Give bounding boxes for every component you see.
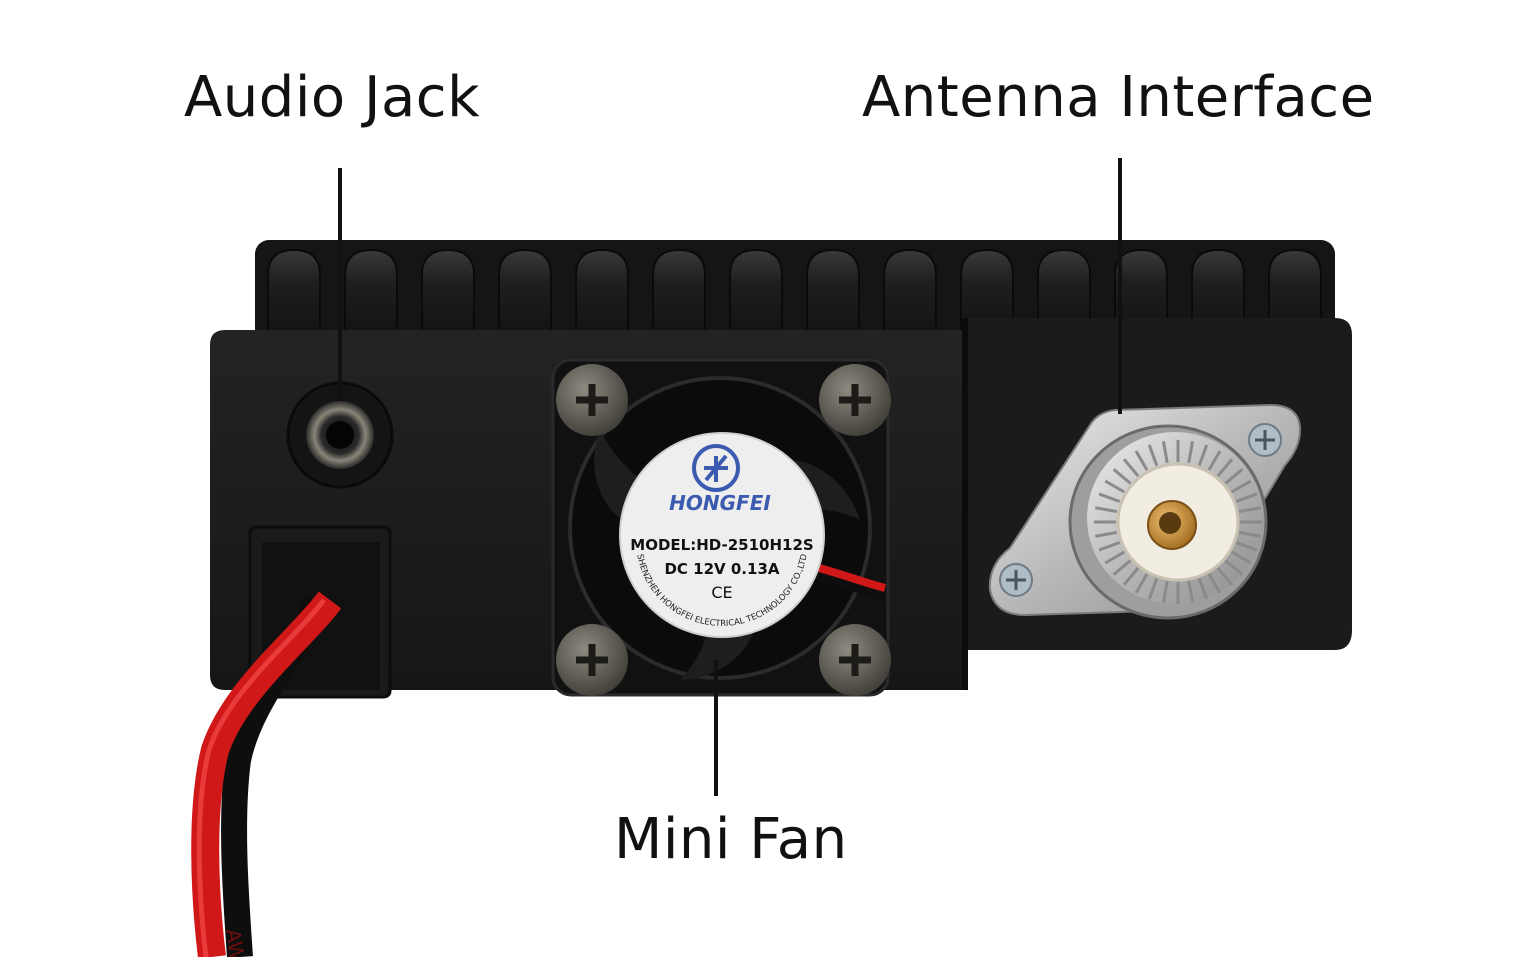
thread-ridge (1187, 440, 1195, 464)
power-cable: AWG (191, 525, 392, 961)
thread-ridge (1147, 577, 1159, 600)
heatsink-fin (344, 248, 398, 346)
screw-icon (819, 364, 891, 436)
thread-ridge (1161, 440, 1169, 464)
mini-fan: HONGFEI MODEL:HD-2510H12S DC 12V 0.13A C… (551, 358, 891, 697)
heatsink-fin (883, 248, 937, 346)
heatsink-fin (421, 248, 475, 346)
fan-model: MODEL:HD-2510H12S (630, 536, 813, 554)
fan-rating: DC 12V 0.13A (664, 560, 779, 578)
fan-label-sticker: HONGFEI MODEL:HD-2510H12S DC 12V 0.13A C… (619, 432, 825, 638)
thread-ridge (1161, 580, 1169, 604)
thread-ridge (1235, 492, 1258, 503)
thread-ridge (1122, 566, 1140, 586)
thread-ridge (1224, 468, 1244, 485)
thread-ridge (1207, 450, 1222, 471)
cable-print: AWG (221, 927, 251, 957)
thread-ridge (1230, 479, 1252, 494)
thread-ridge (1122, 458, 1140, 478)
thread-ridge (1098, 541, 1121, 552)
antenna-interface-label: Antenna Interface (862, 65, 1375, 130)
thread-ridge (1112, 468, 1132, 485)
hongfei-logo-icon (692, 444, 740, 492)
thread-ridge (1134, 573, 1149, 594)
fan-ce-mark: CE (711, 583, 732, 602)
thread-ridge (1134, 450, 1149, 471)
heatsink-fin (498, 248, 552, 346)
audio-jack-icon (286, 381, 394, 489)
thread-ridge (1112, 559, 1132, 576)
thread-ridge (1147, 444, 1159, 467)
connector-threads (1094, 440, 1262, 604)
thread-ridge (1197, 444, 1209, 467)
so239-connector-icon (988, 403, 1302, 620)
thread-ridge (1104, 550, 1126, 565)
audio-jack-label: Audio Jack (184, 65, 481, 130)
thread-ridge (1098, 492, 1121, 503)
thread-ridge (1216, 458, 1234, 478)
screw-icon (556, 364, 628, 436)
thread-ridge (1095, 530, 1118, 538)
thread-ridge (1216, 566, 1234, 586)
heatsink-fin (652, 248, 706, 346)
thread-ridge (1230, 550, 1252, 565)
heatsink-fin (729, 248, 783, 346)
thread-ridge (1104, 479, 1126, 494)
mini-fan-label: Mini Fan (614, 807, 848, 872)
thread-ridge (1187, 580, 1195, 604)
thread-ridge (1235, 541, 1258, 552)
thread-ridge (1238, 530, 1261, 538)
heatsink-fin (806, 248, 860, 346)
thread-ridge (1238, 506, 1261, 514)
fan-brand: HONGFEI (669, 491, 771, 515)
thread-ridge (1224, 559, 1244, 576)
thread-ridge (1095, 506, 1118, 514)
heatsink-fin (575, 248, 629, 346)
screw-icon (556, 624, 628, 696)
thread-ridge (1197, 577, 1209, 600)
thread-ridge (1207, 573, 1222, 594)
heatsink-fin (267, 248, 321, 346)
screw-icon (819, 624, 891, 696)
